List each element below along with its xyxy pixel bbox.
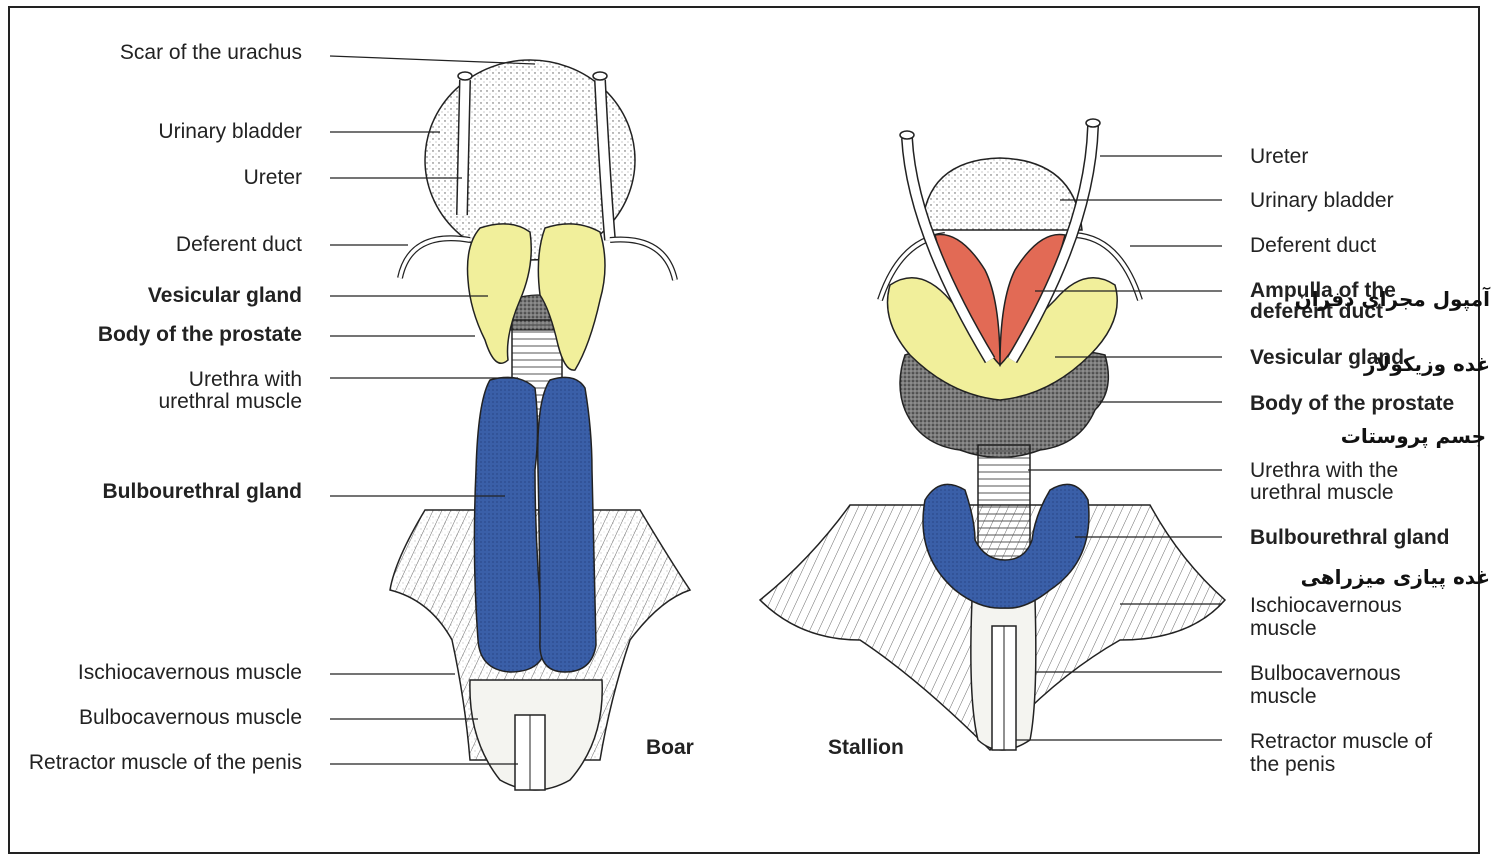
- persian-label-ampulla: آمپول مجرای دفران: [1295, 287, 1490, 311]
- stallion-urinary-bladder: [922, 158, 1082, 230]
- stallion-illustration: [760, 119, 1225, 750]
- persian-label-prostate: جسم پروستات: [1341, 424, 1486, 448]
- stallion-label-urethra-line2: urethral muscle: [1250, 481, 1394, 504]
- stallion-label-urethra-line1: Urethra with the: [1250, 459, 1398, 482]
- stallion-label-ischio-line2: muscle: [1250, 617, 1317, 640]
- stallion-label-deferent-duct: Deferent duct: [1250, 234, 1376, 257]
- stallion-label-retractor-line2: the penis: [1250, 753, 1335, 776]
- boar-illustration: [390, 60, 690, 790]
- stallion-label-urinary-bladder: Urinary bladder: [1250, 189, 1394, 212]
- boar-label-ureter: Ureter: [244, 166, 302, 189]
- boar-label-retractor: Retractor muscle of the penis: [29, 751, 302, 774]
- boar-label-ischiocavernous: Ischiocavernous muscle: [78, 661, 302, 684]
- stallion-label-ureter: Ureter: [1250, 145, 1308, 168]
- boar-label-urethra-line1: Urethra with: [189, 368, 302, 391]
- stallion-caption: Stallion: [828, 736, 904, 760]
- persian-label-bulbourethral: غده پیازی میزراهی: [1301, 565, 1490, 589]
- boar-deferent-duct-left: [400, 238, 470, 278]
- boar-bulbourethral-gland-left: [474, 377, 545, 672]
- boar-label-bulbocavernous: Bulbocavernous muscle: [79, 706, 302, 729]
- stallion-urethra: [978, 445, 1030, 565]
- stallion-label-retractor-line1: Retractor muscle of: [1250, 730, 1432, 753]
- boar-caption: Boar: [646, 736, 694, 760]
- stallion-label-bulbo-line2: muscle: [1250, 685, 1317, 708]
- persian-label-vesicular: غده وزیکولار: [1364, 352, 1490, 376]
- boar-label-body-prostate: Body of the prostate: [98, 323, 302, 346]
- boar-label-bulbourethral-gland: Bulbourethral gland: [103, 480, 303, 503]
- stallion-label-body-prostate: Body of the prostate: [1250, 392, 1454, 415]
- boar-bulbourethral-gland-right: [538, 377, 596, 672]
- boar-label-urethra-line2: urethral muscle: [158, 390, 302, 413]
- stallion-label-bulbo-line1: Bulbocavernous: [1250, 662, 1401, 685]
- stallion-label-ischio-line1: Ischiocavernous: [1250, 594, 1402, 617]
- boar-label-scar-urachus: Scar of the urachus: [120, 41, 302, 64]
- boar-label-urinary-bladder: Urinary bladder: [158, 120, 302, 143]
- boar-label-deferent-duct: Deferent duct: [176, 233, 302, 256]
- boar-label-vesicular-gland: Vesicular gland: [148, 284, 302, 307]
- stallion-label-bulbourethral-gland: Bulbourethral gland: [1250, 526, 1450, 549]
